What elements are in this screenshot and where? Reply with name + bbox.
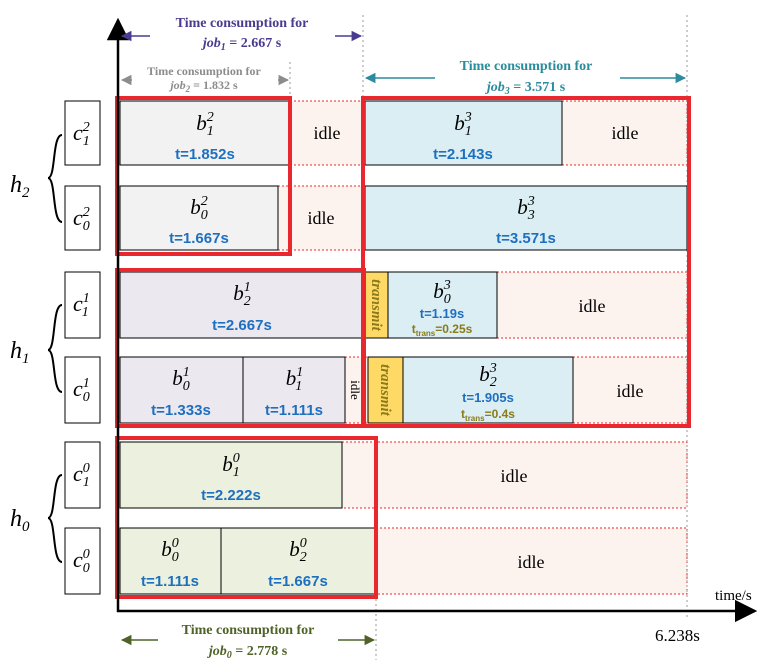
- block-b21-time: t=1.852s: [175, 146, 235, 163]
- job2-annotation-line2: job2 = 1.832 s: [168, 78, 238, 94]
- block-b10: [119, 356, 244, 424]
- time-axis: time/s 6.238s: [106, 17, 758, 645]
- host-label-h2: h2: [10, 172, 30, 201]
- job-group-boxes: [115, 96, 691, 599]
- job0-annotation-line2: job0 = 2.778 s: [207, 644, 288, 661]
- core-box-c21: [64, 100, 101, 166]
- core-box-c10: [64, 356, 101, 424]
- block-b11-time: t=1.111s: [265, 402, 323, 419]
- core-box-c00: [64, 527, 101, 595]
- idle-backgrounds: [277, 100, 688, 595]
- idle-c10-small: idle: [348, 380, 363, 400]
- job1-annotation-line1: Time consumption for: [176, 16, 309, 31]
- idle-c21-a: idle: [314, 123, 341, 143]
- block-b10-time: t=1.333s: [151, 402, 211, 419]
- core-box-c20: [64, 185, 101, 251]
- idle-c21-b: idle: [612, 123, 639, 143]
- job3-box: [361, 96, 691, 428]
- job0-annotation-line1: Time consumption for: [182, 623, 315, 638]
- block-b00-time: t=1.111s: [141, 573, 199, 590]
- task-blocks: [119, 100, 688, 595]
- idle-c20: idle: [308, 208, 335, 228]
- brace-h0: [47, 474, 63, 563]
- block-b01-time: t=2.222s: [201, 487, 261, 504]
- idle-labels: idle idle idle idle idle idle idle idle: [308, 123, 644, 572]
- idle-c11: idle: [579, 296, 606, 316]
- idle-c01: idle: [501, 466, 528, 486]
- job3-annotation-line1: Time consumption for: [460, 59, 593, 74]
- block-b00: [119, 527, 222, 595]
- core-box-c11: [64, 271, 101, 339]
- block-b21: [119, 100, 291, 166]
- block-b20-time: t=1.667s: [169, 230, 229, 247]
- block-b31-time: t=2.143s: [433, 146, 493, 163]
- block-b30-trans: ttrans=0.25s: [412, 322, 473, 338]
- block-b02: [220, 527, 377, 595]
- job1-annotation-line2: job1 = 2.667 s: [201, 36, 282, 53]
- block-b20: [119, 185, 279, 251]
- transmit-label-1: transmit: [368, 279, 384, 332]
- block-b11: [242, 356, 346, 424]
- transmit-label-2: transmit: [377, 364, 393, 417]
- job2-annotation-line1: Time consumption for: [147, 64, 261, 78]
- transmit-labels: transmit transmit: [368, 279, 393, 417]
- block-b32: [402, 356, 574, 424]
- host-label-h0: h0: [10, 506, 30, 535]
- brace-h1: [47, 304, 63, 393]
- idle-c10: idle: [617, 381, 644, 401]
- host-label-h1: h1: [10, 338, 30, 367]
- total-time-label: 6.238s: [655, 626, 700, 645]
- block-b32-time: t=1.905s: [462, 390, 514, 405]
- block-b32-trans: ttrans=0.4s: [461, 407, 515, 423]
- block-b30: [387, 271, 498, 339]
- block-b30-time: t=1.19s: [420, 306, 464, 321]
- idle-c00: idle: [518, 552, 545, 572]
- x-axis-label: time/s: [715, 588, 752, 604]
- brace-h2: [47, 134, 63, 223]
- host-braces: [47, 134, 63, 563]
- host-labels: h2 h1 h0: [10, 172, 30, 535]
- block-b12-time: t=2.667s: [212, 317, 272, 334]
- transmit-block-2: [367, 356, 404, 424]
- block-b12: [119, 271, 366, 339]
- job3-annotation-line2: job3 = 3.571 s: [485, 80, 566, 97]
- block-b01: [119, 441, 343, 509]
- core-box-c01: [64, 441, 101, 509]
- block-b02-time: t=1.667s: [268, 573, 328, 590]
- annotation-texts: Time consumption for job1 = 2.667 s Time…: [132, 12, 620, 663]
- block-b33-time: t=3.571s: [496, 230, 556, 247]
